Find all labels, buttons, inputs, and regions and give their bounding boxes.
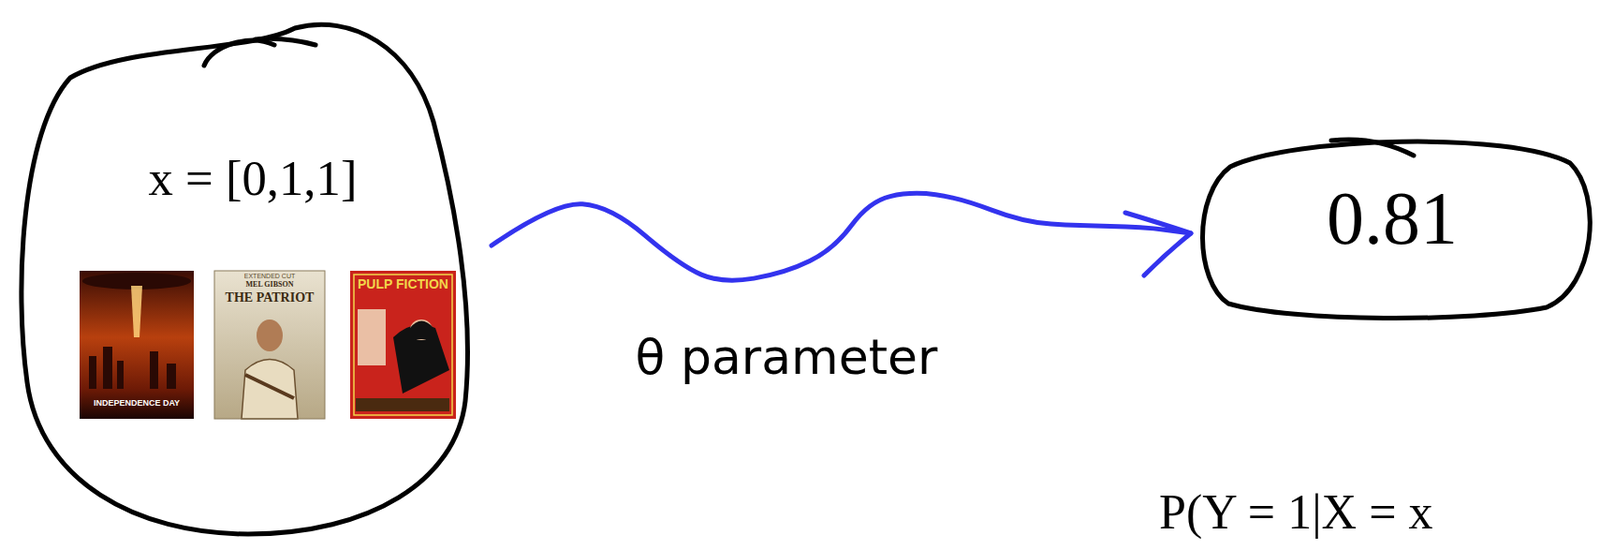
edge-label: θ parameter: [631, 329, 942, 386]
poster-actor: MEL GIBSON: [214, 280, 325, 290]
poster-title: THE PATRIOT: [214, 290, 325, 305]
output-ellipse: 0.81: [1190, 129, 1594, 322]
poster: [350, 270, 456, 419]
node-text: 0.81: [1190, 176, 1594, 262]
poster-title: INDEPENDENCE DAY: [79, 398, 194, 409]
node-text: x = [0,1,1]: [14, 149, 492, 206]
squiggle-arrow: [491, 192, 1191, 280]
poster: [79, 270, 194, 419]
poster-title: PULP FICTION: [350, 277, 456, 292]
beam: [131, 285, 143, 338]
poster-note: EXTENDED CUT: [214, 272, 325, 280]
formula-label: P(Y = 1|X = x: [1159, 484, 1433, 539]
poster: [214, 270, 325, 419]
